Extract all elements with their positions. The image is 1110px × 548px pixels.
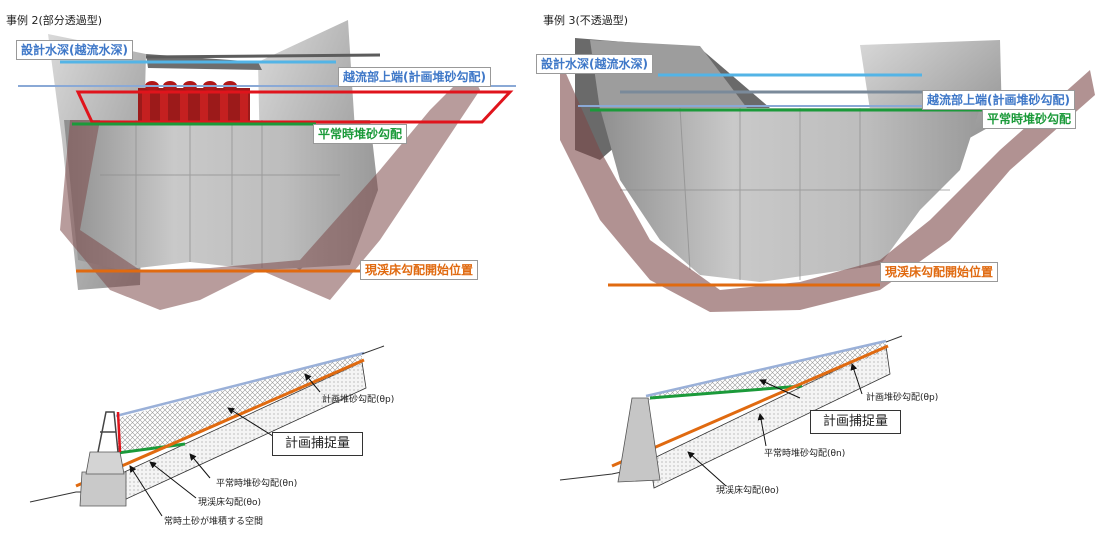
case2-planned-slope-label: 計画堆砂勾配(θp): [322, 395, 395, 405]
case3-slope-band: [560, 60, 1095, 312]
case2-dam-body: [64, 120, 378, 270]
case2-design-water-label: 設計水深(越流水深): [16, 40, 133, 60]
case2-capture-box: 計画捕捉量: [272, 432, 364, 456]
case2-overflow-label: 越流部上端(計画堆砂勾配): [338, 67, 491, 87]
case3-normal-slope-label: 平常時堆砂勾配(θn): [764, 449, 846, 459]
case3-riverbed-slope-label: 現渓床勾配(θo): [716, 486, 780, 496]
case3-caption: 事例 3(不透過型): [543, 14, 629, 27]
case3-3d-view: [560, 38, 1095, 312]
case2-riverbed-slope-line: [75, 358, 365, 488]
case3-planned-slope-label: 計画堆砂勾配(θp): [866, 393, 939, 403]
case2-slope-band: [60, 70, 480, 310]
case3-section-dam: [617, 397, 661, 483]
case2-section-dam: [79, 471, 127, 507]
case2-normal-slope-label: 平常時堆砂勾配(θn): [216, 479, 298, 489]
case3-capture-wedge: [648, 342, 886, 400]
case2-overflow-outline: [75, 90, 514, 124]
case2-3d-view: [18, 20, 516, 310]
case2-capture-wedge: [118, 354, 362, 452]
case3-capture-box: 計画捕捉量: [810, 410, 902, 434]
case3-overflow-label: 越流部上端(計画堆砂勾配): [922, 90, 1075, 110]
case3-riverbed-start-label: 現渓床勾配開始位置: [880, 262, 999, 282]
case3-normal-sediment-label: 平常時堆砂勾配: [982, 109, 1077, 129]
case2-cross-section: [29, 345, 385, 517]
case2-normal-slope-line: [109, 442, 186, 456]
case3-dam-body: [600, 108, 980, 282]
case2-riverbed-start-label: 現渓床勾配開始位置: [360, 260, 479, 280]
case2-steel-permeable-section: [138, 81, 250, 122]
case3-cross-section: [559, 335, 903, 489]
case3-riverbed-slope-line: [611, 344, 889, 468]
case2-normal-space-label: 常時土砂が堆積する空間: [164, 517, 264, 527]
case2-caption: 事例 2(部分透過型): [6, 14, 103, 27]
case2-riverbed-slope-label: 現渓床勾配(θo): [198, 498, 262, 508]
case2-section-frame: [97, 411, 119, 453]
case2-normal-sediment-label: 平常時堆砂勾配: [313, 124, 408, 144]
case3-design-water-label: 設計水深(越流水深): [536, 54, 653, 74]
